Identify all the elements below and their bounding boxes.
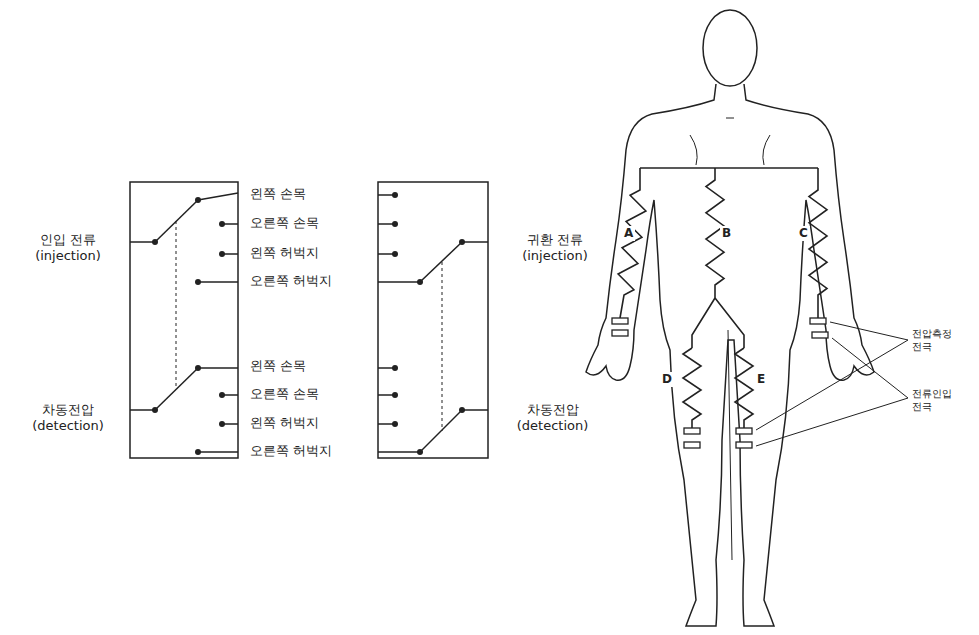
electrode <box>612 318 828 448</box>
signal-label: 차동전압 (detection) <box>28 402 108 435</box>
electrode-note: 전류인입 전극 <box>912 388 964 413</box>
switch-box <box>130 182 238 458</box>
resistor-label: C <box>797 226 810 241</box>
resistor-label: A <box>622 226 635 241</box>
selector-switch <box>378 195 488 452</box>
terminal-label: 왼쪽 허벅지 <box>250 415 375 431</box>
human-figure <box>586 10 874 626</box>
signal-label: 귀환 전류 (injection) <box>515 232 595 265</box>
electrode-note: 전압측정 전극 <box>912 328 964 353</box>
leader-line <box>756 322 908 446</box>
terminal-label: 왼쪽 손목 <box>250 186 375 202</box>
terminal-label: 오른쪽 손목 <box>250 386 375 402</box>
resistor-label: B <box>720 226 733 241</box>
signal-label: 인입 전류 (injection) <box>28 232 108 265</box>
selector-switch <box>130 193 238 452</box>
resistor-label: D <box>660 372 674 387</box>
switch-terminal <box>152 192 465 455</box>
resistor-label: E <box>755 372 767 387</box>
terminal-label: 왼쪽 허벅지 <box>250 245 375 261</box>
signal-label: 차동전압 (detection) <box>510 402 595 435</box>
terminal-label: 오른쪽 허벅지 <box>250 443 375 459</box>
switch-box <box>378 182 488 458</box>
terminal-label: 오른쪽 손목 <box>250 215 375 231</box>
resistor-network <box>618 168 827 428</box>
terminal-label: 오른쪽 허벅지 <box>250 273 375 289</box>
terminal-label: 왼쪽 손목 <box>250 358 375 374</box>
